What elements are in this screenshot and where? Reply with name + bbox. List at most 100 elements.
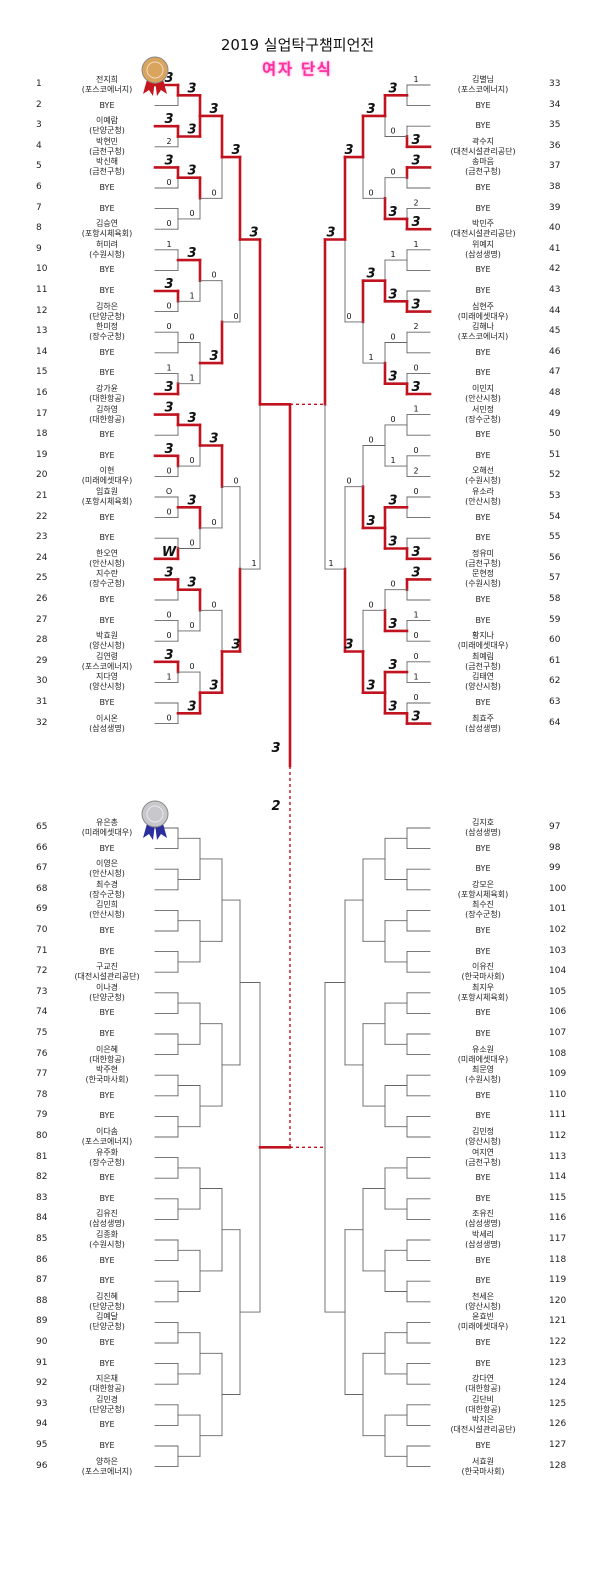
match-score: 0 xyxy=(166,302,171,311)
seed-number: 39 xyxy=(549,202,561,213)
match-score: 3 xyxy=(187,411,196,426)
player-entry: BYE xyxy=(64,595,150,605)
seed-number: 87 xyxy=(36,1275,48,1286)
player-entry: 최효주(삼성생명) xyxy=(437,714,529,734)
seed-number: 75 xyxy=(36,1028,48,1038)
player-name: BYE xyxy=(475,1255,491,1265)
player-entry: 김단비(대한항공) xyxy=(437,1395,529,1415)
player-name: BYE xyxy=(475,1441,491,1450)
player-name: BYE xyxy=(99,595,115,604)
seed-number: 48 xyxy=(549,388,561,398)
seed-number: 24 xyxy=(36,552,48,563)
player-entry: BYE xyxy=(437,265,529,275)
player-entry: BYE xyxy=(437,121,529,131)
seed-number: 96 xyxy=(36,1460,48,1471)
player-name: 조유진 xyxy=(471,1209,495,1219)
player-entry: 윤효빈(미래에셋대우) xyxy=(437,1312,529,1332)
seed-number: 81 xyxy=(36,1151,48,1162)
player-name: 강모은 xyxy=(471,879,495,889)
seed-number: 100 xyxy=(549,883,567,894)
player-team: (양산시청) xyxy=(89,682,125,692)
match-score: 3 xyxy=(164,565,173,580)
seed-number: 11 xyxy=(36,285,48,295)
player-team: (포항시체육회) xyxy=(457,992,509,1002)
player-team: (미래에셋대우) xyxy=(457,641,509,651)
player-team: (장수군청) xyxy=(89,579,125,589)
match-score: 3 xyxy=(388,699,397,714)
player-name: 곽수지 xyxy=(471,136,495,146)
match-score: 3 xyxy=(411,545,420,560)
player-name: BYE xyxy=(99,1358,115,1368)
match-score: 0 xyxy=(166,631,171,640)
player-entry: 한오연(안산시청) xyxy=(64,549,150,569)
match-score: 2 xyxy=(413,466,418,475)
match-score: 0 xyxy=(233,312,238,321)
player-name: 허미려 xyxy=(95,239,119,249)
player-entry: 양하은(포스코에너지) xyxy=(64,1457,150,1477)
player-name: 전지희 xyxy=(95,75,119,84)
player-entry: BYE xyxy=(437,1256,529,1266)
player-team: (포항시체육회) xyxy=(81,497,133,506)
player-name: BYE xyxy=(475,203,491,213)
player-entry: 구교진(대전시설관리공단) xyxy=(64,962,150,982)
match-score: 1 xyxy=(413,611,418,620)
match-score: 1 xyxy=(328,559,333,568)
player-name: BYE xyxy=(475,430,491,440)
match-score: 3 xyxy=(187,81,196,96)
seed-number: 20 xyxy=(36,470,48,481)
player-name: BYE xyxy=(99,1255,115,1265)
player-team: (수원시청) xyxy=(89,1240,125,1249)
player-entry: 김태연(양산시청) xyxy=(437,672,529,692)
player-team: (금천구청) xyxy=(465,167,501,177)
player-entry: 박세리(삼성생명) xyxy=(437,1230,529,1250)
match-score: 1 xyxy=(189,291,194,300)
player-entry: BYE xyxy=(64,1111,150,1121)
seed-number: 66 xyxy=(36,842,48,853)
seed-number: 120 xyxy=(549,1295,567,1306)
seed-number: 84 xyxy=(36,1213,48,1224)
seed-number: 107 xyxy=(549,1028,567,1038)
match-score: 1 xyxy=(413,405,418,414)
player-name: 김하영 xyxy=(95,404,119,414)
match-score: 0 xyxy=(413,487,418,496)
player-entry: 김민경(단양군청) xyxy=(64,1395,150,1415)
player-name: 심현주 xyxy=(471,301,495,311)
player-name: BYE xyxy=(475,595,491,604)
player-entry: 박주현(한국마사회) xyxy=(64,1065,150,1085)
player-entry: BYE xyxy=(437,183,529,193)
seed-number: 27 xyxy=(36,614,48,625)
player-name: 김예달 xyxy=(95,1312,119,1322)
player-entry: 오해선(수원시청) xyxy=(437,466,529,486)
match-score: 2 xyxy=(413,199,418,208)
match-score: 3 xyxy=(164,71,173,86)
seed-number: 74 xyxy=(36,1007,48,1018)
match-score: 0 xyxy=(390,168,395,177)
seed-number: 76 xyxy=(36,1048,48,1059)
seed-number: 127 xyxy=(549,1440,567,1450)
seed-number: 104 xyxy=(549,966,567,977)
seed-number: 118 xyxy=(549,1254,567,1265)
match-score: 3 xyxy=(231,638,240,653)
player-entry: BYE xyxy=(64,947,150,957)
gold-medal-icon xyxy=(141,56,169,96)
player-entry: BYE xyxy=(437,616,529,626)
match-score: 1 xyxy=(189,374,194,383)
player-team: (미래에셋대우) xyxy=(457,311,509,321)
seed-number: 15 xyxy=(36,367,48,378)
match-score: 1 xyxy=(390,250,395,259)
player-team: (미래에셋대우) xyxy=(457,1054,509,1064)
match-score: 3 xyxy=(164,401,173,416)
player-team: (대한항공) xyxy=(89,394,125,403)
player-entry: BYE xyxy=(437,1008,529,1018)
player-name: BYE xyxy=(475,368,491,378)
match-score: 0 xyxy=(413,446,418,455)
player-team: (삼성생명) xyxy=(465,1219,501,1229)
player-name: 김민희 xyxy=(95,900,119,910)
player-entry: 박민주(대전시설관리공단) xyxy=(437,219,529,239)
player-entry: BYE xyxy=(64,1276,150,1286)
player-team: (포스코에너지) xyxy=(81,661,133,671)
seed-number: 64 xyxy=(549,717,561,728)
player-name: BYE xyxy=(99,1008,115,1018)
player-entry: BYE xyxy=(64,348,150,358)
